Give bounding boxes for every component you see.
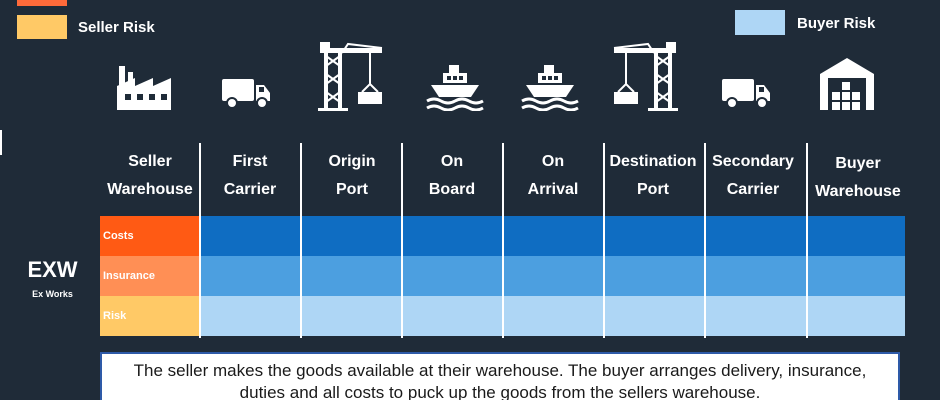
column-divider bbox=[806, 143, 808, 338]
stage-label-on-board: On Board bbox=[428, 153, 476, 198]
truck-icon bbox=[222, 79, 270, 109]
crane-icon bbox=[318, 42, 383, 111]
row-label-costs: Costs bbox=[100, 216, 200, 256]
incoterm-name: Ex Works bbox=[32, 289, 73, 299]
row-risk-buyer bbox=[200, 296, 905, 336]
legend-swatch-buyer bbox=[735, 10, 785, 35]
column-divider bbox=[401, 143, 403, 338]
factory-icon bbox=[117, 66, 171, 110]
row-label-risk: Risk bbox=[100, 296, 200, 336]
legend-label-buyer: Buyer Risk bbox=[797, 15, 876, 32]
warehouse-icon bbox=[820, 58, 874, 110]
column-divider bbox=[704, 143, 706, 338]
column-divider bbox=[199, 143, 201, 338]
column-divider bbox=[603, 143, 605, 338]
stage-label-first-carrier: First Carrier bbox=[223, 153, 277, 198]
legend-swatch-seller-top bbox=[17, 0, 67, 6]
stage-label-seller-warehouse: Seller Warehouse bbox=[107, 153, 193, 198]
legend-label-seller: Seller Risk bbox=[78, 19, 155, 36]
stage-label-origin-port: Origin Port bbox=[328, 153, 376, 198]
incoterm-code: EXW bbox=[27, 257, 78, 282]
crane-icon bbox=[613, 42, 678, 111]
legend-swatch-seller bbox=[17, 15, 67, 39]
truck-icon bbox=[722, 79, 770, 109]
row-costs-buyer bbox=[200, 216, 905, 256]
stage-label-on-arrival: On Arrival bbox=[527, 153, 579, 198]
row-label-insurance: Insurance bbox=[100, 256, 200, 296]
description-box: The seller makes the goods available at … bbox=[100, 352, 900, 400]
row-insurance-buyer bbox=[200, 256, 905, 296]
stage-label-secondary-carrier: Secondary Carrier bbox=[712, 153, 794, 198]
stage-label-buyer-warehouse: Buyer Warehouse bbox=[815, 155, 901, 200]
ship-icon bbox=[521, 65, 579, 111]
stage-label-destination-port: Destination Port bbox=[609, 153, 697, 198]
description-text: The seller makes the goods available at … bbox=[133, 361, 867, 400]
column-divider bbox=[300, 143, 302, 338]
column-divider bbox=[502, 143, 504, 338]
ship-icon bbox=[426, 65, 484, 111]
edge-tick bbox=[0, 130, 2, 155]
